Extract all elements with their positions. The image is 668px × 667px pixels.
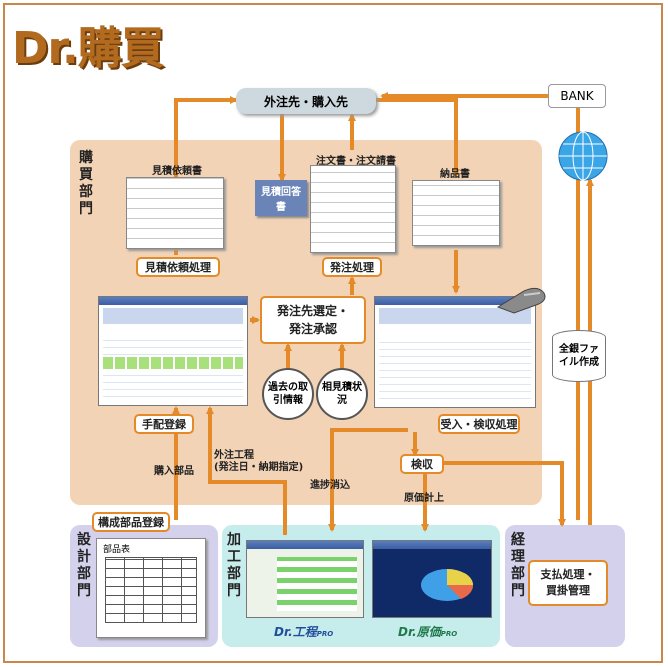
parts-list-title: 部品表 bbox=[103, 545, 131, 555]
label-cost-posting: 原価計上 bbox=[404, 493, 444, 504]
processing-label: 加工部門 bbox=[227, 532, 241, 599]
order-doc bbox=[310, 165, 396, 253]
receive-inspect-box: 受入・検収処理 bbox=[438, 414, 520, 434]
supplier-box: 外注先・購入先 bbox=[236, 88, 376, 114]
arrangement-screen bbox=[98, 296, 248, 406]
genka-logo-text: Dr.原価 bbox=[398, 625, 441, 639]
design-label: 設計部門 bbox=[77, 532, 91, 599]
quote-answer-doc: 見積回答書 bbox=[255, 180, 307, 216]
label-progress-clear: 進捗消込 bbox=[310, 480, 350, 491]
delivery-doc-label: 納品書 bbox=[440, 169, 470, 180]
barcode-scanner-icon bbox=[496, 287, 546, 314]
arrangement-box: 手配登録 bbox=[134, 414, 194, 434]
receive-screen bbox=[374, 296, 536, 408]
order-doc-label: 注文書・注文請書 bbox=[316, 156, 396, 167]
quote-request-doc bbox=[126, 177, 224, 249]
arrow-supplier-to-delivery bbox=[376, 98, 460, 177]
koutei-screen bbox=[246, 540, 364, 618]
bank-box: BANK bbox=[548, 84, 606, 108]
pie-chart-icon bbox=[421, 569, 474, 601]
delivery-doc bbox=[412, 180, 500, 246]
genka-logo: Dr.原価PRO bbox=[398, 623, 457, 640]
koutei-logo: Dr.工程PRO bbox=[274, 623, 333, 640]
past-trade-info: 過去の取引情報 bbox=[262, 368, 314, 420]
bom-register-box: 構成部品登録 bbox=[92, 512, 170, 532]
parts-list-grid bbox=[105, 557, 197, 623]
arrow-progress-clear bbox=[328, 428, 408, 532]
parts-list-doc: 部品表 bbox=[96, 538, 206, 638]
accounting-label: 経理部門 bbox=[511, 532, 525, 599]
label-purchased-parts: 購入部品 bbox=[154, 466, 194, 477]
inspection-box: 検収 bbox=[400, 454, 444, 474]
outer-frame bbox=[3, 3, 663, 663]
purchasing-label: 購買部門 bbox=[79, 150, 93, 217]
arrow-inspect-accounting bbox=[440, 461, 566, 527]
koutei-gantt bbox=[277, 557, 357, 611]
genka-logo-suffix: PRO bbox=[440, 630, 458, 638]
koutei-logo-text: Dr.工程 bbox=[274, 625, 317, 639]
logo: Dr.購買 bbox=[12, 23, 165, 74]
payment-box: 支払処理・買掛管理 bbox=[528, 560, 608, 606]
arrow-outsource bbox=[206, 406, 287, 535]
quote-request-process: 見積依頼処理 bbox=[136, 257, 220, 277]
koutei-logo-suffix: PRO bbox=[316, 630, 334, 638]
quote-request-doc-label: 見積依頼書 bbox=[152, 166, 202, 177]
genka-screen bbox=[372, 540, 492, 618]
select-approve-box: 発注先選定・発注承認 bbox=[260, 296, 366, 344]
order-process: 発注処理 bbox=[322, 257, 382, 277]
all-bank-file: 全銀ファイル作成 bbox=[552, 330, 606, 382]
label-outsourced-note: (発注日・納期指定) bbox=[214, 462, 304, 473]
competitive-quote: 相見積状況 bbox=[316, 368, 368, 420]
label-outsourced-process: 外注工程 bbox=[214, 450, 254, 461]
globe-icon bbox=[558, 131, 608, 181]
